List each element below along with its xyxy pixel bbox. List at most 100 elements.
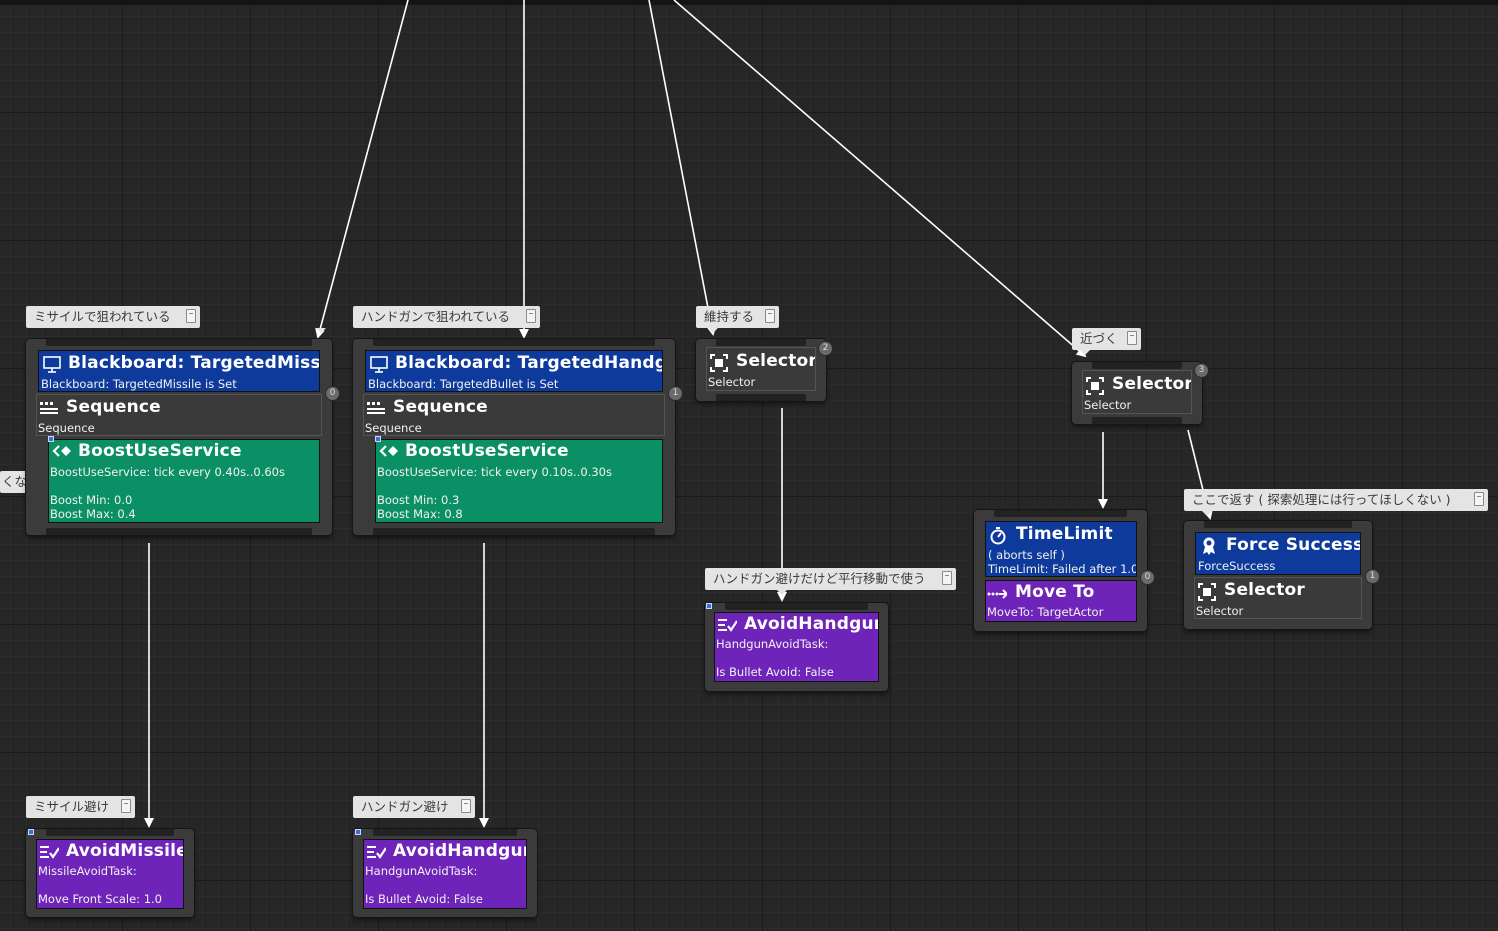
pin-icon[interactable] <box>1474 492 1484 506</box>
node-avoid-handgun[interactable]: AvoidHandgun HandgunAvoidTask: Is Bullet… <box>353 829 537 917</box>
task-avoid-handgun[interactable]: AvoidHandgun HandgunAvoidTask: Is Bullet… <box>363 839 527 909</box>
decorator-subtitle: TimeLimit: Failed after 1.0s <box>988 562 1137 576</box>
pin-icon[interactable] <box>765 309 775 323</box>
execution-order-badge: 0 <box>326 387 339 400</box>
selector-icon <box>710 354 728 372</box>
decorator-subtitle: Blackboard: TargetedBullet is Set <box>368 377 559 391</box>
execution-order-badge: 0 <box>1141 571 1154 584</box>
comment-missile-avoid[interactable]: ミサイル避け <box>26 796 135 818</box>
task-title: AvoidHandgun <box>744 614 879 634</box>
execution-order-badge: 2 <box>819 342 832 355</box>
execution-order-badge: 1 <box>1366 570 1379 583</box>
decorator-abort-mode: ( aborts self ) <box>988 548 1065 562</box>
decorator-title: Blackboard: TargetedHandgun <box>395 353 663 373</box>
composite-title: Sequence <box>393 397 488 417</box>
decorator-title: Blackboard: TargetedMissile <box>68 353 320 373</box>
selector-icon <box>1086 377 1104 395</box>
pin-icon[interactable] <box>526 309 536 323</box>
composite-sequence[interactable]: Sequence Sequence <box>363 394 665 436</box>
sequence-icon <box>40 402 58 414</box>
composite-title: Selector <box>736 351 816 371</box>
task-class-text: MissileAvoidTask: <box>38 864 137 878</box>
task-move-to[interactable]: Move To MoveTo: TargetActor <box>985 580 1137 622</box>
comment-maintain[interactable]: 維持する <box>696 306 779 333</box>
service-boost-min: Boost Min: 0.3 <box>377 493 460 507</box>
move-arrow-icon <box>987 589 1007 599</box>
comment-text: ハンドガンで狙われている <box>361 309 511 324</box>
composite-subtitle: Sequence <box>365 421 422 435</box>
node-selector-maintain[interactable]: Selector Selector 2 <box>696 339 832 401</box>
service-tick-text: BoostUseService: tick every 0.40s..0.60s <box>50 465 285 479</box>
breakpoint-flag <box>375 436 381 442</box>
comment-return-here[interactable]: ここで返す ( 探索処理には行ってほしくない ) <box>1184 489 1488 516</box>
service-boost-max: Boost Max: 0.4 <box>50 507 136 521</box>
decorator-blackboard[interactable]: Blackboard: TargetedHandgun Blackboard: … <box>365 350 663 392</box>
comment-text: ここで返す ( 探索処理には行ってほしくない ) <box>1192 492 1451 507</box>
breakpoint-flag <box>28 829 34 835</box>
comment-text: ミサイルで狙われている <box>34 309 171 324</box>
pin-icon[interactable] <box>461 799 471 813</box>
comment-text: ミサイル避け <box>34 799 110 814</box>
decorator-subtitle: Blackboard: TargetedMissile is Set <box>41 377 237 391</box>
comment-handgun-avoid[interactable]: ハンドガン避け <box>353 796 475 818</box>
composite-subtitle: Sequence <box>38 421 95 435</box>
pin-icon[interactable] <box>942 571 952 585</box>
decorator-force-success[interactable]: Force Success ForceSuccess <box>1195 532 1361 575</box>
pin-icon[interactable] <box>186 309 196 323</box>
comment-missile-targeted[interactable]: ミサイルで狙われている <box>26 306 326 333</box>
task-title: AvoidHandgun <box>393 841 527 861</box>
composite-subtitle: Selector <box>1084 398 1132 412</box>
task-icon <box>367 846 386 859</box>
service-boost-max: Boost Max: 0.8 <box>377 507 463 521</box>
node-avoid-handgun-parallel[interactable]: AvoidHandgun HandgunAvoidTask: Is Bullet… <box>705 603 888 691</box>
composite-selector[interactable]: Selector Selector <box>1194 577 1362 619</box>
breakpoint-flag <box>706 603 712 609</box>
comment-text: 近づく <box>1080 331 1118 346</box>
selector-icon <box>1198 583 1216 601</box>
pin-icon[interactable] <box>1127 331 1137 345</box>
composite-subtitle: Selector <box>708 375 756 389</box>
service-boost-use[interactable]: BoostUseService BoostUseService: tick ev… <box>48 439 320 523</box>
wire-to-targeted-missile <box>315 0 409 339</box>
node-timelimit-moveto[interactable]: TimeLimit ( aborts self ) TimeLimit: Fai… <box>974 510 1154 631</box>
composite-title: Selector <box>1112 374 1192 394</box>
service-tick-text: BoostUseService: tick every 0.10s..0.30s <box>377 465 612 479</box>
task-subtitle: MoveTo: TargetActor <box>987 605 1104 619</box>
composite-title: Selector <box>1224 580 1305 600</box>
node-avoid-missile[interactable]: AvoidMissile MissileAvoidTask: Move Fron… <box>26 829 194 917</box>
comment-handgun-avoid-parallel[interactable]: ハンドガン避けだけど平行移動で使う <box>705 568 956 595</box>
stopwatch-icon <box>990 527 1006 545</box>
service-boost-use[interactable]: BoostUseService BoostUseService: tick ev… <box>375 439 663 523</box>
task-icon <box>718 619 737 632</box>
node-targeted-handgun[interactable]: Blackboard: TargetedHandgun Blackboard: … <box>353 339 682 535</box>
comment-tail <box>316 328 326 333</box>
task-property-text: Is Bullet Avoid: False <box>716 665 834 679</box>
composite-selector[interactable]: Selector Selector <box>706 347 816 391</box>
comment-approach[interactable]: 近づく <box>1072 328 1141 355</box>
breakpoint-flag <box>355 829 361 835</box>
composite-selector[interactable]: Selector Selector <box>1082 370 1192 414</box>
node-selector-approach[interactable]: Selector Selector 3 <box>1072 362 1208 424</box>
comment-tail <box>1080 350 1090 355</box>
decorator-title: TimeLimit <box>1016 524 1113 544</box>
task-class-text: HandgunAvoidTask: <box>716 637 829 651</box>
execution-order-badge: 1 <box>669 387 682 400</box>
pin-icon[interactable] <box>121 799 131 813</box>
execution-order-badge: 3 <box>1195 364 1208 377</box>
node-force-success-selector[interactable]: Force Success ForceSuccess Selector Sele… <box>1184 521 1379 629</box>
decorator-timelimit[interactable]: TimeLimit ( aborts self ) TimeLimit: Fai… <box>985 521 1137 577</box>
task-avoid-handgun[interactable]: AvoidHandgun HandgunAvoidTask: Is Bullet… <box>714 612 879 682</box>
wire-to-selector-maintain <box>648 0 717 336</box>
node-targeted-missile[interactable]: Blackboard: TargetedMissile Blackboard: … <box>26 339 339 535</box>
sequence-icon <box>367 402 385 414</box>
composite-sequence[interactable]: Sequence Sequence <box>36 394 322 436</box>
decorator-blackboard[interactable]: Blackboard: TargetedMissile Blackboard: … <box>38 350 320 392</box>
comment-tail <box>708 328 718 333</box>
task-avoid-missile[interactable]: AvoidMissile MissileAvoidTask: Move Fron… <box>36 839 184 909</box>
comment-handgun-targeted[interactable]: ハンドガンで狙われている <box>353 306 540 328</box>
breakpoint-flag <box>48 436 54 442</box>
composite-subtitle: Selector <box>1196 604 1244 618</box>
comment-tail <box>1202 511 1212 516</box>
monitor-icon <box>43 356 61 373</box>
